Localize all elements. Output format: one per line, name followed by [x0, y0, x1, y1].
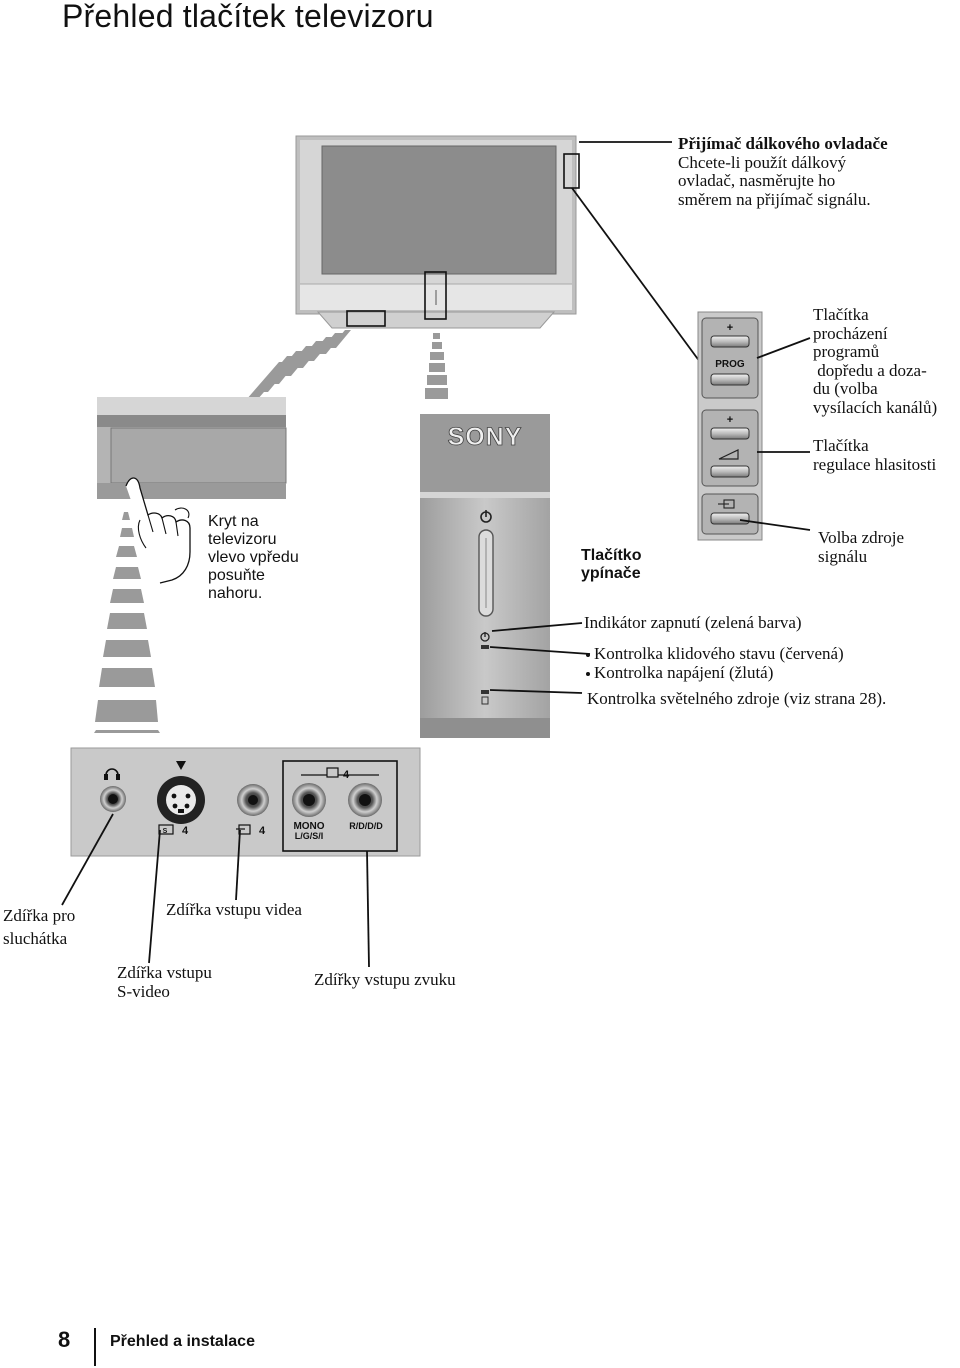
power-supply-indicator-label: Kontrolka napájení (žlutá): [594, 663, 774, 682]
receiver-label: Přijímač dálkového ovladače Chcete-li po…: [678, 134, 888, 209]
zoom-stripes-lower: [94, 512, 160, 733]
footer-section: Přehled a instalace: [110, 1333, 255, 1350]
program-buttons-label: Tlačítka procházení programů dopředu a d…: [813, 305, 938, 417]
svg-text:4: 4: [182, 825, 189, 837]
connector-panel: S 4 4 4 MONO L/G/S/I R/D/D/D: [70, 747, 421, 857]
svg-text:+: +: [727, 414, 733, 426]
audio-jacks-label: Zdířky vstupu zvuku: [314, 970, 456, 989]
video-jack-label: Zdířka vstupu videa: [166, 900, 302, 919]
power-switch-label: Tlačítko ypínače: [581, 547, 642, 582]
standby-indicator-label: Kontrolka klidového stavu (červená): [594, 644, 844, 663]
cover-label: Kryt na televizoru vlevo vpředu posuňte …: [208, 513, 299, 602]
lamp-indicator-label: Kontrolka světelného zdroje (viz strana …: [587, 689, 887, 708]
remote-receiver-marker: [563, 153, 580, 189]
input-select-button[interactable]: [710, 512, 750, 525]
power-zone-marker: [424, 271, 447, 320]
prog-label: PROG: [715, 359, 745, 370]
volume-icon: [718, 449, 739, 460]
page-number: 8: [58, 1327, 71, 1352]
power-indicator-label: Indikátor zapnutí (zelená barva): [584, 613, 802, 632]
program-down-button[interactable]: [710, 373, 750, 386]
svg-text:R/D/D/D: R/D/D/D: [349, 821, 383, 831]
front-cover-photo: [97, 397, 287, 584]
lamp-indicator-icon: [481, 690, 489, 694]
side-control-panel: + PROG +: [697, 311, 763, 541]
sony-logo: SONY: [448, 423, 523, 451]
headphone-icon: [105, 768, 119, 776]
program-up-button[interactable]: [710, 335, 750, 348]
svideo-jack-label: Zdířka vstupu S-video: [117, 963, 212, 1001]
tv-front-view: [295, 135, 580, 329]
volume-down-button[interactable]: [710, 465, 750, 478]
headphone-jack-label: Zdířka pro sluchátka: [3, 906, 76, 948]
svg-text:4: 4: [259, 825, 266, 837]
svg-text:MONO: MONO: [293, 821, 324, 832]
svg-text:+: +: [727, 322, 733, 334]
tv-screen: [321, 145, 557, 275]
cover-zone-marker: [346, 310, 386, 327]
zoom-stripes-cover: [246, 330, 351, 400]
hand-icon: [125, 477, 191, 584]
source-select-label: Volba zdroje signálu: [818, 528, 905, 566]
zoom-stripes-power: [425, 333, 448, 399]
volume-buttons-label: Tlačítka regulace hlasitosti: [813, 436, 937, 474]
svg-text:S: S: [163, 828, 168, 835]
svg-text:L/G/S/I: L/G/S/I: [295, 831, 324, 841]
footer-divider: [94, 1328, 96, 1366]
volume-up-button[interactable]: [710, 427, 750, 440]
page-title: Přehled tlačítek televizoru: [62, 0, 434, 34]
svg-text:4: 4: [343, 769, 350, 781]
sony-front-panel: SONY: [420, 414, 550, 738]
